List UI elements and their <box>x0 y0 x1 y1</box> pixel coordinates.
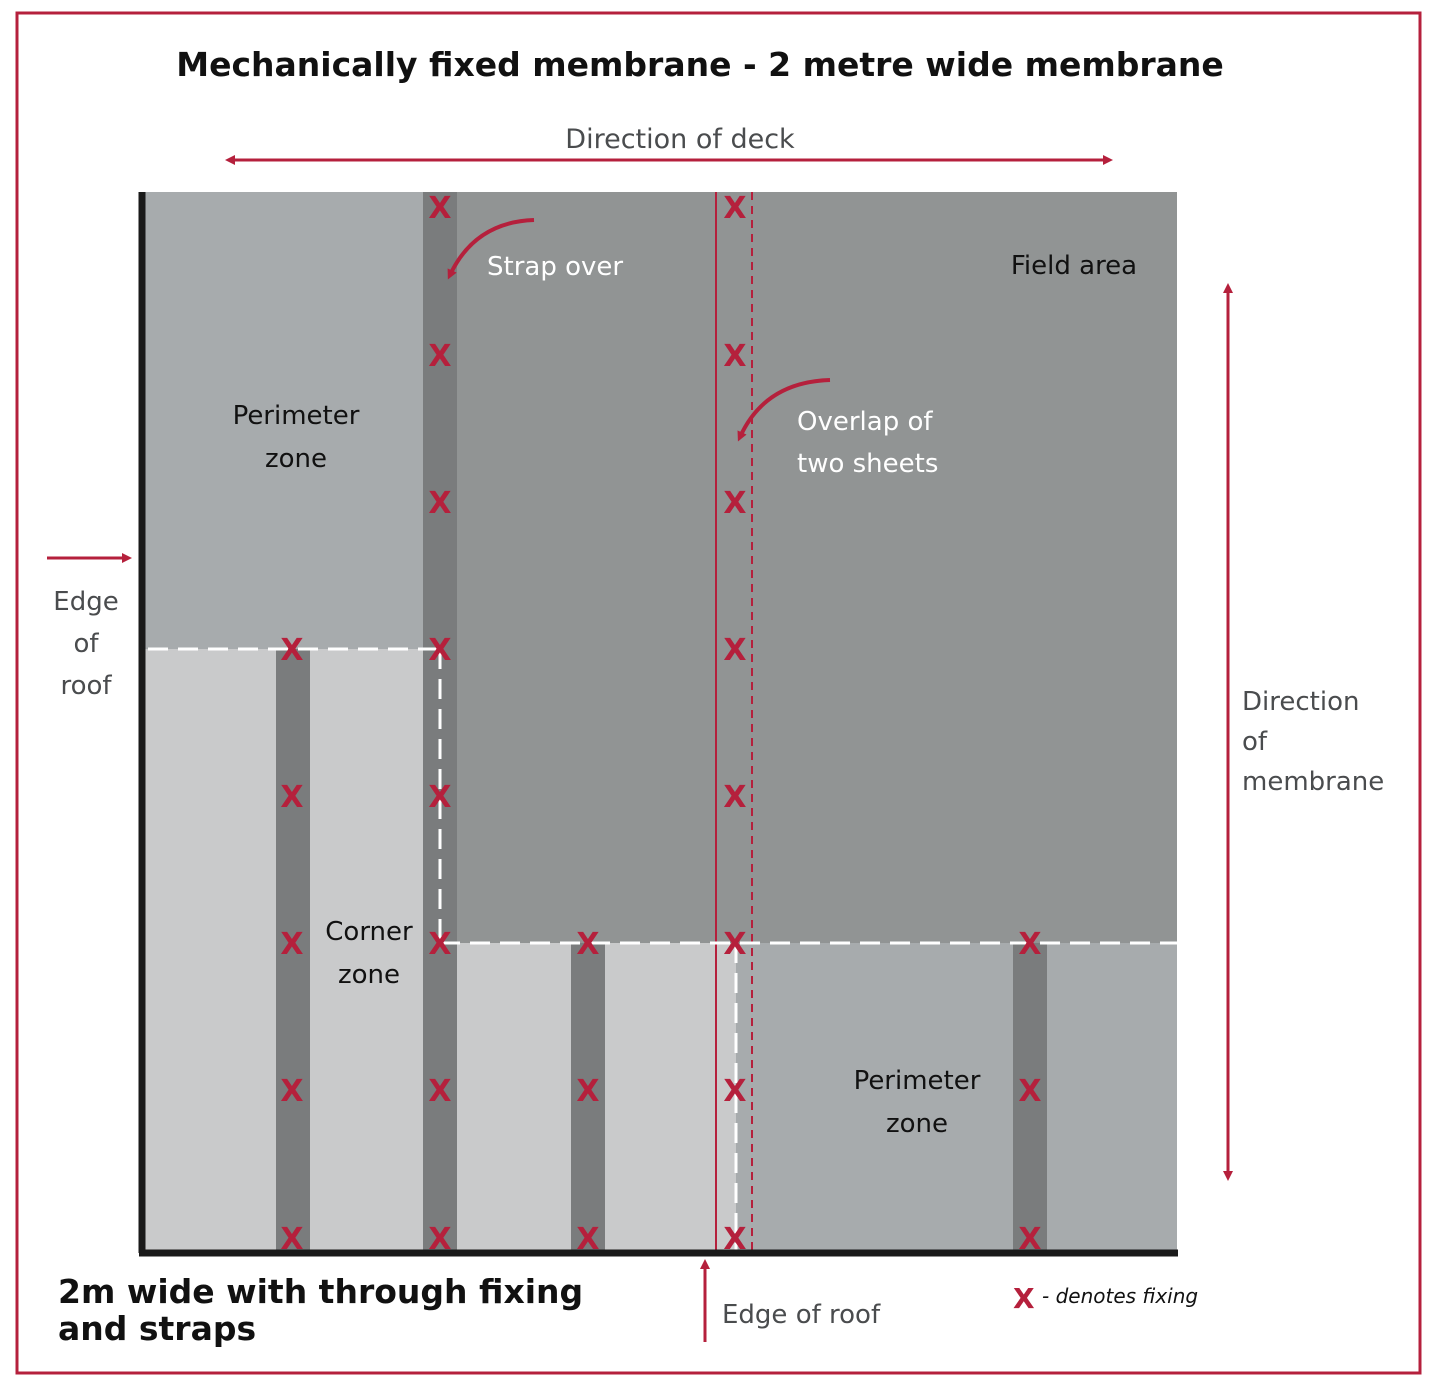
fixing-mark: X <box>723 1222 746 1257</box>
fixing-mark: X <box>723 486 746 521</box>
fixing-mark: X <box>576 1222 599 1257</box>
fixing-mark: X <box>428 633 451 668</box>
fixing-mark: X <box>1018 1074 1041 1109</box>
fixing-mark: X <box>428 1074 451 1109</box>
direction-of-membrane-line1: Direction <box>1242 687 1359 717</box>
perimeter-zone-top-label-line1: Perimeter <box>233 401 360 431</box>
fixing-mark: X <box>428 927 451 962</box>
corner-zone-label-line2: zone <box>338 960 400 990</box>
edge-of-roof-bottom-label: Edge of roof <box>722 1300 881 1330</box>
edge-of-roof-left-line1: Edge <box>53 587 118 617</box>
direction-of-membrane-line3: membrane <box>1242 767 1384 797</box>
overlap-label-line2: two sheets <box>797 449 938 479</box>
fixing-mark: X <box>723 927 746 962</box>
fixing-mark: X <box>428 191 451 226</box>
perimeter-zone-top-label-line2: zone <box>265 444 327 474</box>
edge-of-roof-left-line3: roof <box>60 671 112 701</box>
fixing-mark: X <box>428 339 451 374</box>
fixing-mark: X <box>723 633 746 668</box>
fixing-mark: X <box>723 191 746 226</box>
fixing-mark: X <box>723 339 746 374</box>
diagram-title: Mechanically fixed membrane - 2 metre wi… <box>176 45 1224 84</box>
direction-of-membrane-line2: of <box>1242 727 1268 757</box>
direction-of-deck-label: Direction of deck <box>565 124 795 155</box>
overlap-label-line1: Overlap of <box>797 407 933 437</box>
edge-of-roof-left-line2: of <box>73 629 99 659</box>
strap-over-label: Strap over <box>487 252 623 282</box>
strap <box>571 943 605 1250</box>
perimeter-zone-top <box>145 192 440 649</box>
strap <box>276 649 310 1250</box>
fixing-mark: X <box>280 1222 303 1257</box>
perimeter-zone-bottom-label-line1: Perimeter <box>854 1066 981 1096</box>
fixing-mark: X <box>428 780 451 815</box>
perimeter-zone-bottom <box>736 943 1177 1250</box>
strap <box>1013 943 1047 1250</box>
caption-line1: 2m wide with through fixing <box>58 1272 583 1311</box>
outer-frame <box>15 11 1422 1375</box>
overlap-arrow <box>737 378 831 442</box>
fixing-mark: X <box>723 780 746 815</box>
zone-boundaries <box>148 647 1177 1250</box>
perimeter-zone-bottom-label-line2: zone <box>886 1109 948 1139</box>
fixing-mark: X <box>576 927 599 962</box>
fixing-mark: X <box>280 927 303 962</box>
fixing-mark: X <box>576 1074 599 1109</box>
fixing-mark: X <box>1018 927 1041 962</box>
legend-fixing-symbol: X <box>1013 1282 1035 1315</box>
fixing-mark: X <box>280 633 303 668</box>
fixing-mark: X <box>428 486 451 521</box>
fixing-mark: X <box>723 1074 746 1109</box>
field-area-label: Field area <box>1011 251 1137 281</box>
fixing-mark: X <box>280 780 303 815</box>
fixing-marks: X X X X X X X X X X X X X X X X X X X X X X X X X X X <box>280 191 1041 1257</box>
caption-line2: and straps <box>58 1309 256 1348</box>
fixing-mark: X <box>280 1074 303 1109</box>
corner-zone-label-line1: Corner <box>325 917 413 947</box>
fixing-mark: X <box>428 1222 451 1257</box>
strap-over-arrow <box>447 218 535 280</box>
legend-text: - denotes fixing <box>1042 1284 1198 1308</box>
fixing-mark: X <box>1018 1222 1041 1257</box>
